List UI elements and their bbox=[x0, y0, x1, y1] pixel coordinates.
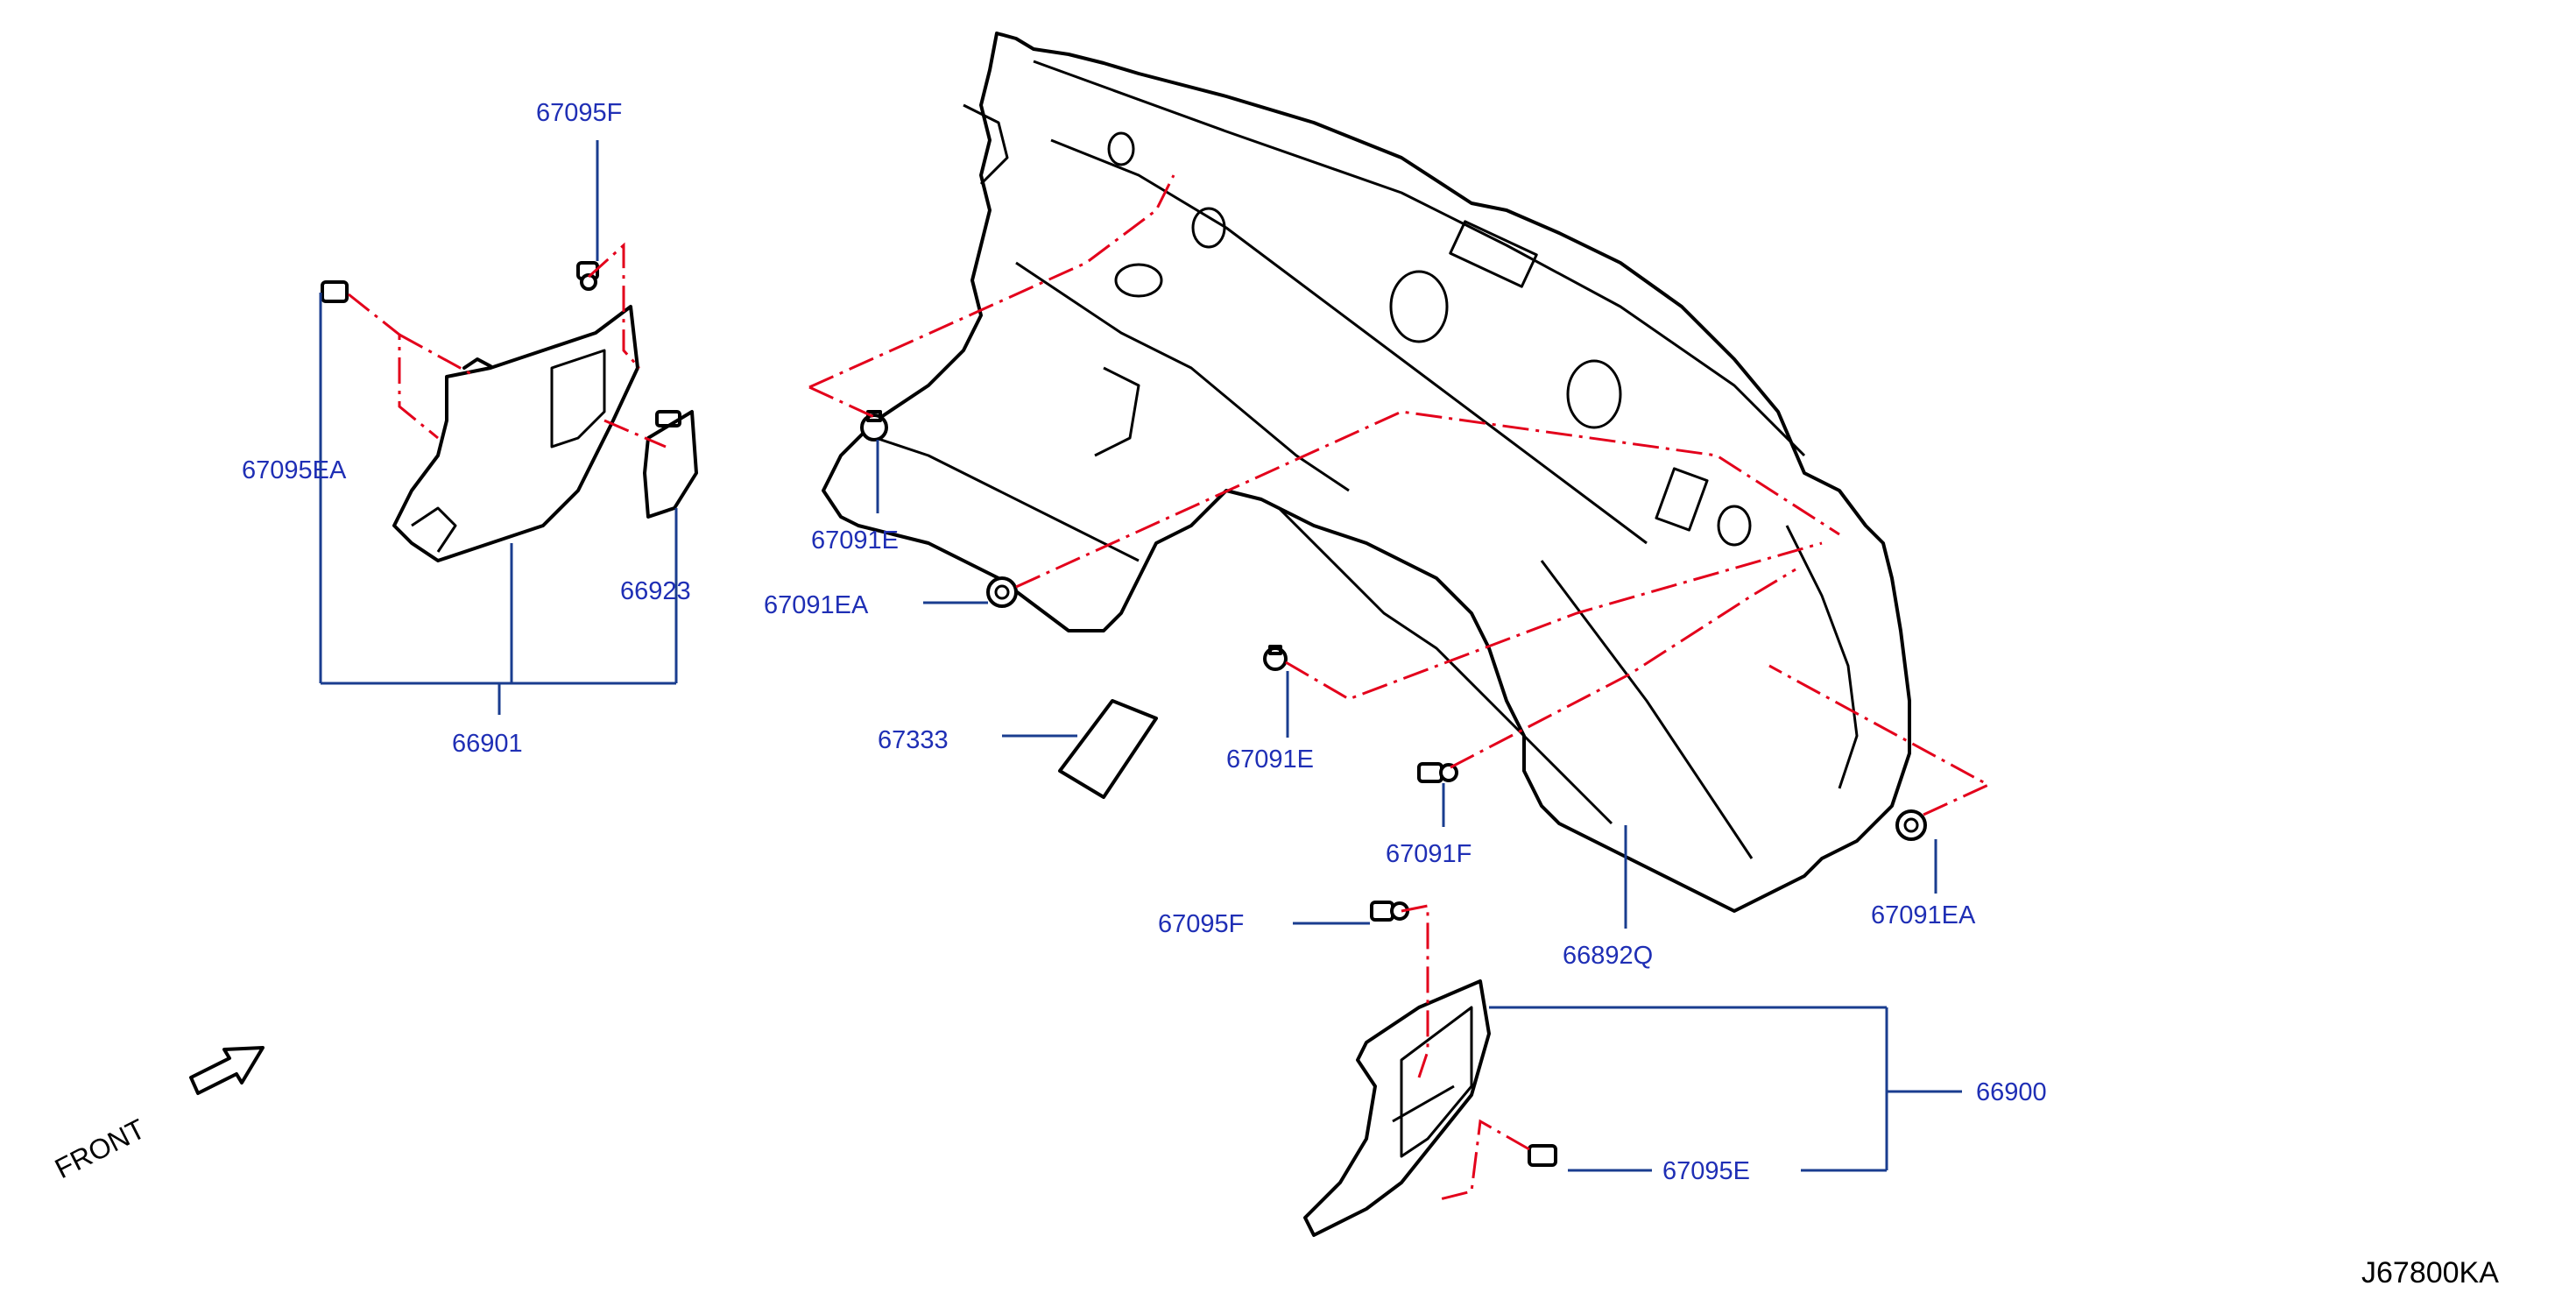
label-67091f: 67091F bbox=[1386, 840, 1471, 868]
label-67333: 67333 bbox=[878, 726, 949, 754]
leader-lines bbox=[319, 140, 1962, 1172]
front-direction-indicator: FRONT bbox=[50, 1046, 265, 1184]
label-67095f-bottom: 67095F bbox=[1158, 910, 1244, 938]
grommet-67091ea-b bbox=[1895, 809, 1927, 841]
bolt-67091f bbox=[1417, 762, 1458, 783]
label-67095e: 67095E bbox=[1662, 1157, 1750, 1185]
clip-67095f-top bbox=[576, 261, 599, 291]
mounting-lines bbox=[348, 174, 1992, 1202]
clip-67091e-a bbox=[860, 410, 888, 442]
clip-67095e bbox=[1528, 1144, 1557, 1167]
label-66901: 66901 bbox=[452, 730, 523, 758]
pad-67333 bbox=[1058, 699, 1158, 799]
front-arrow-icon bbox=[189, 1046, 265, 1095]
label-66892q: 66892Q bbox=[1563, 942, 1653, 970]
label-67091e-a: 67091E bbox=[811, 526, 899, 555]
clip-67095ea bbox=[321, 280, 349, 303]
label-66923: 66923 bbox=[620, 577, 691, 605]
grommet-67091ea-a bbox=[986, 576, 1018, 608]
cover-66923 bbox=[643, 410, 698, 519]
label-67095ea: 67095EA bbox=[242, 456, 347, 484]
label-67091ea-b: 67091EA bbox=[1871, 901, 1976, 929]
kick-panel-66900 bbox=[1303, 979, 1491, 1237]
front-label: FRONT bbox=[50, 1113, 151, 1184]
label-67095f-top: 67095F bbox=[536, 99, 622, 127]
label-67091e-b: 67091E bbox=[1226, 745, 1314, 774]
diagram-code: J67800KA bbox=[2361, 1256, 2499, 1289]
pillar-trim-66901 bbox=[392, 305, 639, 562]
clip-67091e-b bbox=[1263, 645, 1288, 671]
label-66900: 66900 bbox=[1976, 1078, 2047, 1106]
label-67091ea-a: 67091EA bbox=[764, 591, 869, 619]
dash-insulator-66892q bbox=[822, 32, 1911, 913]
